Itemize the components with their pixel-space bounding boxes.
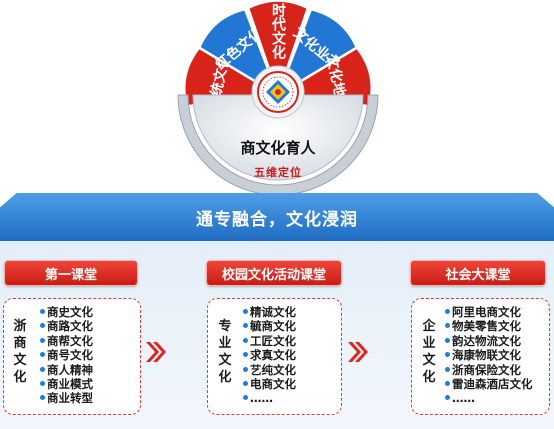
bullet-icon: [445, 309, 450, 314]
banner-title: 通专融合，文化浸润: [196, 209, 358, 230]
column-header-label: 校园文化活动课堂: [221, 267, 326, 283]
fan-center-disc: [192, 94, 364, 181]
card-campus-activity: [207, 298, 342, 415]
list-item: ……: [445, 391, 533, 405]
bullet-icon: [40, 337, 45, 343]
bullet-icon: [40, 366, 45, 372]
list-item: 商史文化: [40, 305, 93, 319]
bullet-icon: [445, 395, 450, 401]
list-item-text: 雷迪森酒店文化: [452, 377, 533, 392]
column-header-label: 第一课堂: [44, 267, 97, 283]
double-chevron-right-icon: [146, 342, 166, 362]
bullet-icon: [40, 352, 45, 358]
bullet-icon: [445, 366, 450, 372]
list-item: 物美零售文化: [445, 319, 533, 333]
bullet-icon: [243, 309, 248, 314]
item-list-first-classroom: 商史文化商路文化商帮文化商号文化商人精神商业模式商业转型: [40, 305, 93, 406]
list-item: 海康物联文化: [445, 348, 533, 362]
list-item-text: 艺纯文化: [250, 362, 296, 377]
list-item: 浙商保险文化: [445, 363, 533, 377]
list-item-text: 商人精神: [47, 362, 93, 377]
side-label-enterprise: 企业文化: [422, 319, 436, 385]
bullet-icon: [445, 323, 450, 329]
bullet-icon: [40, 395, 45, 401]
fan-petal: [197, 7, 271, 84]
column-header-society-classroom: 社会大课堂: [410, 260, 546, 286]
list-item: 电商文化: [243, 377, 296, 391]
list-item-text: ……: [250, 391, 273, 406]
bullet-icon: [445, 381, 450, 387]
main-banner: 通专融合，文化浸润: [0, 193, 554, 241]
list-item-text: 商史文化: [47, 305, 93, 319]
list-item: 精诚文化: [243, 305, 296, 319]
bullet-icon: [40, 381, 45, 387]
list-item: 工匠文化: [243, 334, 296, 348]
list-item: 阿里电商文化: [445, 305, 533, 319]
side-label-zheshang: 浙商文化: [13, 319, 27, 385]
list-item: 韵达物流文化: [445, 334, 533, 348]
list-item: 商业转型: [40, 391, 93, 405]
bullet-icon: [243, 352, 248, 358]
column-header-campus-activity: 校园文化活动课堂: [206, 260, 342, 286]
culture-fan-diagram: 传统文化红色文化时代文化文化业态文化地域 商文化育人 五维定位: [177, 0, 379, 195]
fan-base-disc: [177, 94, 379, 195]
bullet-icon: [445, 352, 450, 358]
column-header-label: 社会大课堂: [445, 267, 511, 283]
bullet-icon: [40, 323, 45, 329]
card-first-classroom: [3, 298, 141, 415]
list-item-text: 商路文化: [47, 319, 93, 334]
list-item-text: 商号文化: [47, 348, 93, 363]
list-item-text: 商业模式: [47, 377, 93, 392]
center-subtitle: 五维定位: [254, 165, 302, 179]
bullet-icon: [243, 366, 248, 372]
list-item: 商业模式: [40, 377, 93, 391]
list-item-text: 浙商保险文化: [452, 362, 521, 377]
list-item-text: 精诚文化: [250, 305, 296, 319]
list-item: 艺纯文化: [243, 363, 296, 377]
list-item: 商号文化: [40, 348, 93, 362]
bullet-icon: [445, 337, 450, 343]
list-item-text: 电商文化: [250, 377, 296, 392]
list-item: 毓商文化: [243, 319, 296, 333]
list-item-text: ……: [452, 391, 475, 406]
side-label-major: 专业文化: [218, 319, 232, 385]
card-society-classroom: [411, 298, 550, 415]
list-item-text: 毓商文化: [250, 319, 296, 334]
bullet-icon: [243, 381, 248, 387]
list-item-text: 阿里电商文化: [452, 305, 521, 319]
item-list-society-classroom: 阿里电商文化物美零售文化韵达物流文化海康物联文化浙商保险文化雷迪森酒店文化……: [445, 305, 533, 406]
list-item-text: 物美零售文化: [452, 319, 521, 334]
list-item: 雷迪森酒店文化: [445, 377, 533, 391]
bullet-icon: [40, 309, 45, 314]
list-item-text: 海康物联文化: [452, 348, 521, 363]
list-item-text: 工匠文化: [250, 333, 296, 348]
school-logo-icon: [251, 65, 305, 119]
fan-petal: [246, 0, 310, 72]
list-item: 商帮文化: [40, 334, 93, 348]
list-item: 求真文化: [243, 348, 296, 362]
list-item: 商路文化: [40, 319, 93, 333]
center-title: 商文化育人: [240, 139, 316, 157]
column-header-first-classroom: 第一课堂: [4, 260, 138, 286]
fan-petal-label: 时代文化: [270, 2, 287, 60]
bullet-icon: [243, 337, 248, 343]
list-item-text: 求真文化: [250, 348, 296, 363]
list-item-text: 商帮文化: [47, 333, 93, 348]
list-item-text: 韵达物流文化: [452, 333, 521, 348]
bullet-icon: [243, 395, 248, 401]
bullet-icon: [243, 323, 248, 329]
double-chevron-right-icon: [348, 342, 368, 362]
list-item: ……: [243, 391, 296, 405]
list-item: 商人精神: [40, 363, 93, 377]
item-list-campus-activity: 精诚文化毓商文化工匠文化求真文化艺纯文化电商文化……: [243, 305, 296, 406]
list-item-text: 商业转型: [47, 391, 93, 406]
